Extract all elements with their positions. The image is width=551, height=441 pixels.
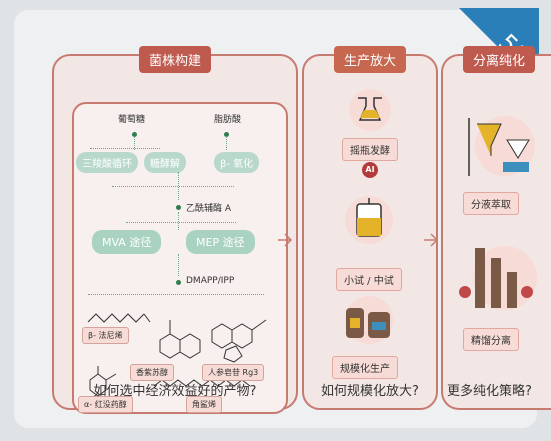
- node-dot: [176, 205, 181, 210]
- step-extraction: 分液萃取: [463, 192, 519, 215]
- pathway-beta-oxidation: β- 氧化: [214, 152, 260, 173]
- pathway-diagram: 葡萄糖 脂肪酸 三羧酸循环 糖酵解 β- 氧化 乙酰辅酶 A MVA 途径 ME…: [72, 102, 288, 414]
- question-purify: 更多纯化策略?: [447, 384, 532, 399]
- node-dot: [132, 132, 137, 137]
- input-glucose: 葡萄糖: [118, 115, 146, 125]
- connector: [178, 212, 179, 230]
- panel-scale-up: 生产放大 摇瓶发酵 AI 小试 / 中试 规模化生产 如何规模化放大?: [302, 46, 438, 410]
- route-mva: MVA 途径: [92, 230, 162, 254]
- product-beta-farnesene: β- 法尼烯: [82, 327, 129, 344]
- precursor-dmapp-ipp: DMAPP/IPP: [186, 276, 235, 286]
- distillation-column-icon: [459, 246, 537, 310]
- step-distillation: 精馏分离: [463, 328, 519, 351]
- connector: [126, 222, 236, 223]
- molecule-structures-icon: [87, 313, 267, 397]
- factory-icon: [345, 296, 393, 344]
- question-scale: 如何规模化放大?: [321, 384, 419, 399]
- connector: [90, 148, 160, 149]
- flask-icon: [349, 89, 391, 131]
- pathway-glycolysis: 糖酵解: [144, 152, 186, 173]
- route-mep: MEP 途径: [186, 230, 255, 254]
- separation-funnel-icon: [468, 116, 535, 176]
- product-sclareol: 香紫苏醇: [130, 364, 174, 381]
- slide-frame: 52 菌株构建 葡萄糖 脂肪酸 三羧酸循环 糖酵解 β- 氧化 乙酰辅酶 A M…: [14, 8, 551, 428]
- pathway-tca: 三羧酸循环: [76, 152, 138, 173]
- chevron-right-icon: [278, 233, 293, 247]
- panel-title-strain: 菌株构建: [138, 46, 212, 73]
- connector: [112, 186, 234, 187]
- question-strain: 如何选中经济效益好的产物?: [93, 384, 257, 399]
- panel-title-scale: 生产放大: [333, 46, 407, 73]
- connector: [178, 254, 179, 276]
- bioreactor-icon: [345, 196, 393, 244]
- connector: [134, 136, 135, 150]
- acetyl-coa: 乙酰辅酶 A: [186, 204, 232, 214]
- step-shake-flask: 摇瓶发酵: [342, 138, 398, 161]
- panel-strain-construction: 菌株构建 葡萄糖 脂肪酸 三羧酸循环 糖酵解 β- 氧化 乙酰辅酶 A MVA …: [52, 46, 298, 414]
- step-pilot: 小试 / 中试: [336, 268, 402, 291]
- node-dot: [176, 280, 181, 285]
- node-dot: [224, 132, 229, 137]
- chevron-right-icon: [424, 233, 439, 247]
- panel-purification: 分离纯化 分液萃取 精馏分离 更多纯化策略?: [441, 46, 551, 410]
- product-alpha-bisabolol: α- 红没药醇: [78, 396, 133, 413]
- connector: [88, 294, 264, 295]
- connector: [226, 136, 227, 150]
- panel-title-purify: 分离纯化: [462, 46, 536, 73]
- product-squalene: 角鲨烯: [186, 396, 222, 413]
- input-fatty-acid: 脂肪酸: [214, 115, 242, 125]
- ai-badge: AI: [362, 162, 378, 178]
- step-mass-production: 规模化生产: [332, 356, 398, 379]
- product-ginsenoside-rg3: 人参皂苷 Rg3: [202, 364, 265, 381]
